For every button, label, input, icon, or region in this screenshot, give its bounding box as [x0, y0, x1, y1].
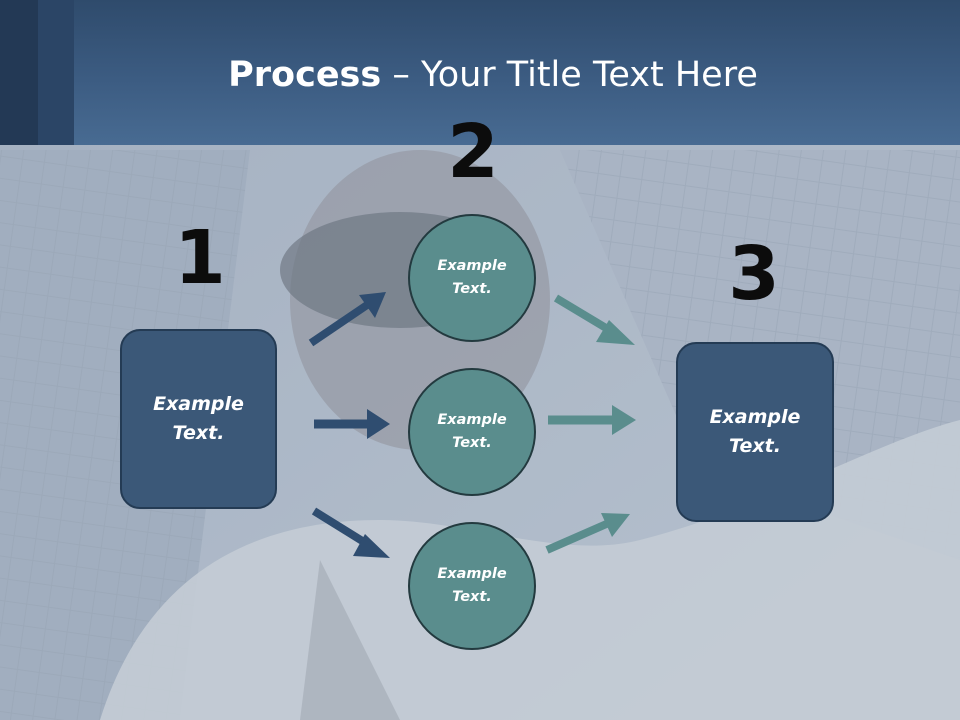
- circle-top-text: Example Text.: [437, 258, 507, 297]
- arrow-bottom-to-right: [545, 513, 630, 554]
- header-accent: [0, 0, 38, 145]
- step-number-2: 2: [447, 109, 499, 195]
- title-bold: Process: [228, 55, 382, 95]
- header-accent: [38, 0, 74, 145]
- arrow-left-to-bottom: [311, 507, 390, 558]
- circle-bottom-text: Example Text.: [437, 566, 507, 605]
- step-number-3: 3: [728, 231, 780, 317]
- left-box-text: Example Text.: [153, 393, 244, 444]
- header-band: [0, 0, 960, 145]
- process-circle-bottom: Example Text.: [408, 522, 536, 650]
- step-number-1: 1: [174, 215, 226, 301]
- process-circle-top: Example Text.: [408, 214, 536, 342]
- slide-title: Process – Your Title Text Here: [0, 50, 960, 100]
- arrow-left-to-middle: [314, 409, 390, 439]
- right-process-box: Example Text.: [676, 342, 834, 522]
- arrow-left-to-top: [308, 292, 386, 347]
- process-circle-middle: Example Text.: [408, 368, 536, 496]
- right-box-text: Example Text.: [709, 406, 801, 457]
- arrow-top-to-right: [553, 294, 635, 345]
- arrow-middle-to-right: [548, 405, 636, 435]
- circle-middle-text: Example Text.: [437, 412, 507, 451]
- title-rest: – Your Title Text Here: [381, 55, 758, 95]
- left-process-box: Example Text.: [120, 329, 277, 509]
